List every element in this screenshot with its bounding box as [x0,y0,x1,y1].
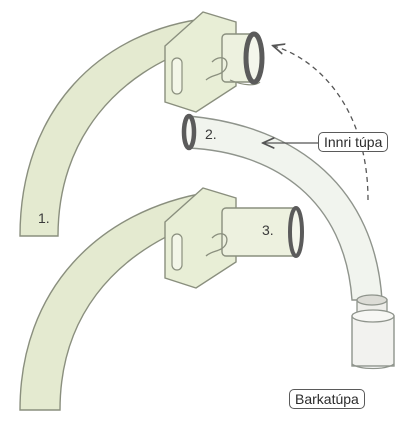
label-part-2: 2. [205,126,217,142]
label-part-3: 3. [262,222,274,238]
callout-outer-tube: Barkatúpa [289,389,365,409]
callout-inner-tube: Innri túpa [318,132,389,152]
insert-direction-arrow [274,46,369,201]
label-part-1: 1. [38,210,50,226]
outer-tube-part-3 [19,187,304,411]
outer-tube-part-1 [19,11,265,237]
